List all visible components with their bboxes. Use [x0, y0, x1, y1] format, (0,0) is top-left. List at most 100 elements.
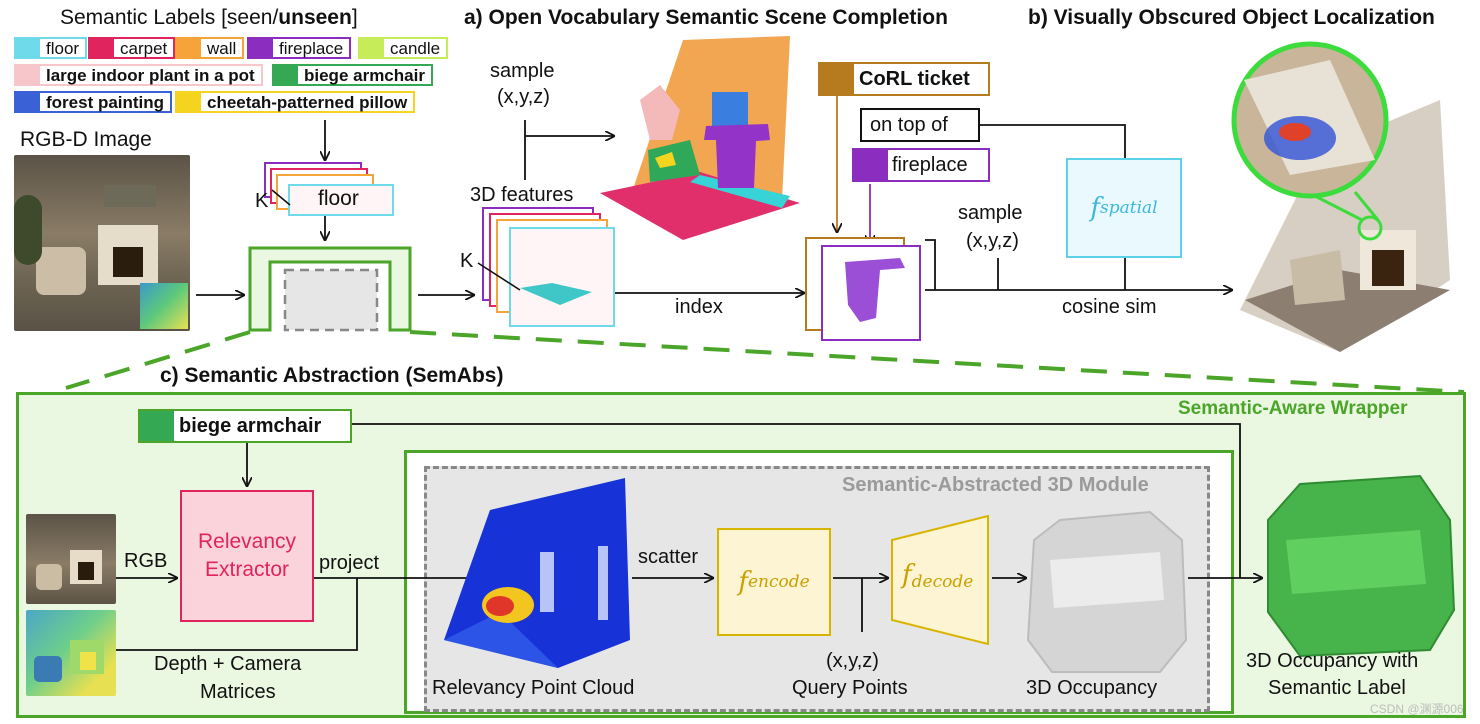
chip-fireplace: fireplace — [247, 37, 352, 59]
fireplace-query-label: fireplace — [892, 154, 968, 176]
scatter-label: scatter — [638, 546, 699, 568]
prompt-label: biege armchair — [179, 415, 322, 437]
sample-label-b: sample — [958, 202, 1023, 224]
project-label: project — [319, 552, 380, 574]
rgbd-label: RGB-D Image — [20, 128, 152, 151]
ontopof-label: on top of — [870, 114, 948, 136]
gray-occupancy-seat — [1050, 552, 1164, 608]
watermark: CSDN @渊源006 — [1370, 702, 1464, 716]
xyz-label-c: (x,y,z) — [826, 650, 879, 672]
section-a-title: a) Open Vocabulary Semantic Scene Comple… — [464, 6, 948, 29]
ontopof-box: on top of — [860, 108, 980, 142]
k-brace-stack — [271, 189, 291, 206]
module-icon — [283, 268, 379, 332]
chip-swatch — [360, 39, 384, 57]
stack-front-label: floor — [318, 187, 359, 210]
scene-plant — [640, 85, 680, 140]
scene-pillow — [655, 152, 676, 168]
zoom-line-2 — [1353, 191, 1380, 221]
chip-text: cheetah-patterned pillow — [201, 93, 414, 112]
zoom-target-ring — [1357, 215, 1383, 241]
line-prompt-to-output — [352, 423, 1241, 578]
chip-text: candle — [384, 39, 447, 58]
heading-bold: unseen — [278, 6, 352, 29]
ticket-swatch — [820, 64, 854, 94]
painting-shape — [104, 185, 156, 207]
output-label-line1: 3D Occupancy with — [1246, 650, 1419, 672]
scene-fireplace — [704, 124, 770, 188]
chip-text: fireplace — [273, 39, 350, 58]
relevancy-mantel-right — [598, 546, 608, 620]
depth-inset — [140, 283, 188, 329]
depth-image-c — [26, 610, 116, 696]
scene-b-firebox — [1372, 250, 1404, 286]
f-decode-label: fdecode — [902, 560, 973, 592]
f-decode-main: f — [902, 560, 912, 590]
fire-opening — [113, 247, 143, 277]
chip-text: floor — [40, 39, 86, 58]
relevancy-hot-red — [486, 596, 514, 616]
line-feature-out — [925, 239, 936, 290]
floor-feature-shape — [520, 283, 592, 305]
rgb-firebox — [78, 562, 94, 580]
feature-layer-front — [509, 227, 615, 327]
cosine-label: cosine sim — [1062, 296, 1157, 318]
f-spatial-sub: spatial — [1100, 198, 1158, 218]
chip-text: large indoor plant in a pot — [40, 66, 261, 85]
chip-indoor-plant: large indoor plant in a pot — [14, 64, 263, 86]
xyz-label-a: (x,y,z) — [497, 86, 550, 108]
f-decode-box — [891, 514, 989, 646]
chip-wall: wall — [175, 37, 245, 59]
ticket-chip: CoRL ticket — [818, 62, 990, 96]
chip-text: carpet — [114, 39, 174, 58]
relevancy-extractor-box: Relevancy Extractor — [180, 490, 314, 622]
fireplace-swatch — [854, 150, 888, 180]
chip-swatch — [16, 93, 40, 111]
depth-firebox — [80, 652, 96, 670]
chip-swatch — [16, 39, 40, 57]
f-encode-sub: encode — [747, 572, 810, 592]
fireplace-feature-shape — [845, 258, 905, 322]
occupancy-label: 3D Occupancy — [1026, 677, 1158, 699]
zoom-heatmap-hot — [1279, 123, 1311, 141]
output-label-line2: Semantic Label — [1268, 677, 1406, 699]
sample-label-a: sample — [490, 60, 555, 82]
depth-label-line2: Matrices — [200, 681, 276, 703]
index-label: index — [675, 296, 723, 318]
chip-text: forest painting — [40, 93, 171, 112]
k-label-stack: K — [255, 190, 269, 212]
heading-suffix: ] — [351, 6, 358, 29]
section-b-title: b) Visually Obscured Object Localization — [1028, 6, 1435, 29]
chip-text: biege armchair — [298, 66, 431, 85]
relevancy-mantel-left — [540, 552, 554, 612]
scene-painting — [712, 92, 748, 128]
heading-prefix: Semantic Labels [seen/ — [60, 6, 279, 29]
rgb-label: RGB — [124, 550, 168, 572]
k-brace-a — [477, 262, 521, 291]
armchair-shape — [36, 247, 86, 295]
prompt-swatch — [140, 411, 174, 441]
chip-swatch — [274, 66, 298, 84]
scene-b-armchair — [1290, 250, 1345, 305]
chip-candle: candle — [358, 37, 449, 59]
chip-text: wall — [201, 39, 243, 58]
section-c-title: c) Semantic Abstraction (SemAbs) — [160, 364, 504, 387]
extractor-line1: Relevancy — [197, 530, 297, 553]
wrapper-label: Semantic-Aware Wrapper — [1178, 398, 1408, 419]
features-label: 3D features — [470, 184, 574, 206]
f-decode-sub: decode — [911, 572, 974, 593]
relevancy-floor — [444, 612, 558, 668]
depth-armchair — [34, 656, 62, 682]
chip-cheetah-pillow: cheetah-patterned pillow — [175, 91, 416, 113]
extractor-line2: Extractor — [204, 558, 290, 581]
chip-floor: floor — [14, 37, 88, 59]
chip-swatch — [90, 39, 114, 57]
module-label: Semantic-Abstracted 3D Module — [842, 474, 1149, 496]
line-ontopof-to-spatial — [980, 124, 1126, 158]
chip-carpet: carpet — [88, 37, 176, 59]
fireplace-query-chip: fireplace — [852, 148, 990, 182]
